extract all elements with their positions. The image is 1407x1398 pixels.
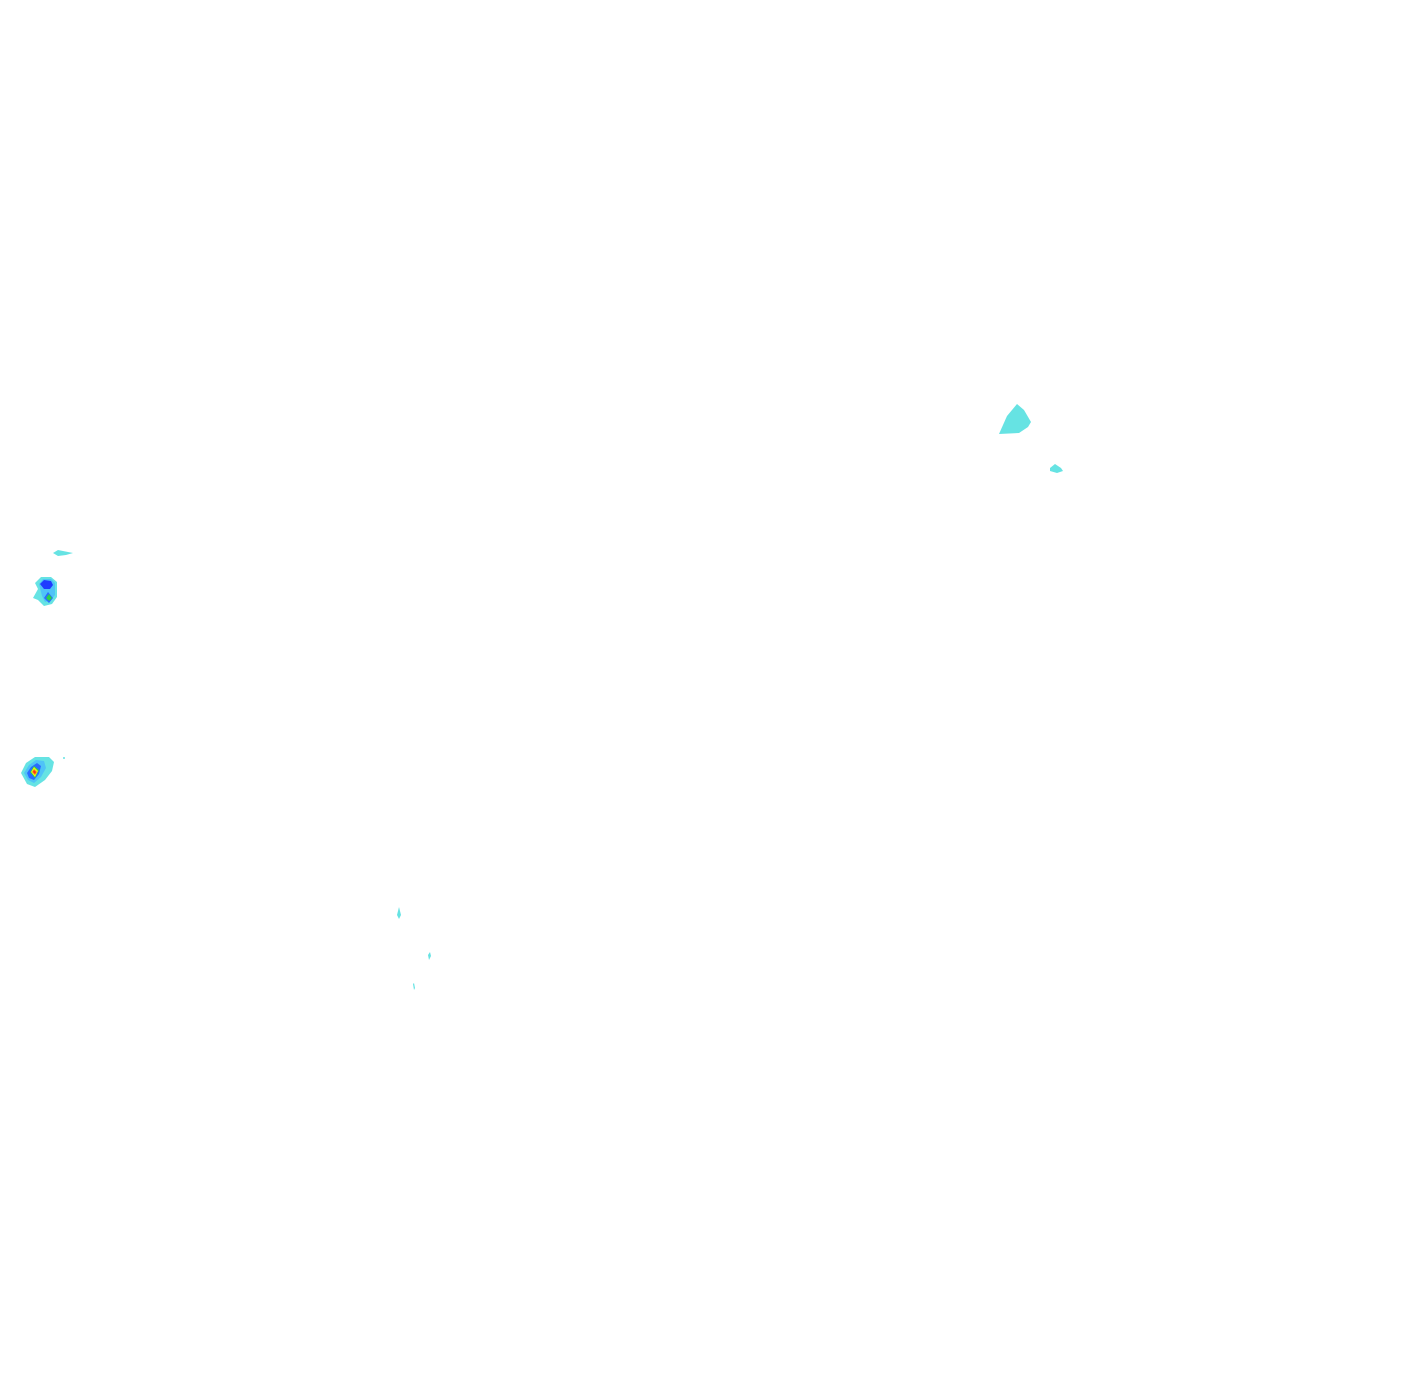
contour-patch-2 [1050, 464, 1063, 473]
contour-patch-3 [53, 550, 73, 556]
contour-speck-1 [397, 907, 401, 919]
contour-feature-b [21, 757, 65, 787]
contour-speck-3 [413, 983, 415, 990]
contour-feature-a [33, 577, 57, 606]
contour-patch-1 [999, 404, 1031, 434]
contour-speck-2 [428, 952, 431, 960]
